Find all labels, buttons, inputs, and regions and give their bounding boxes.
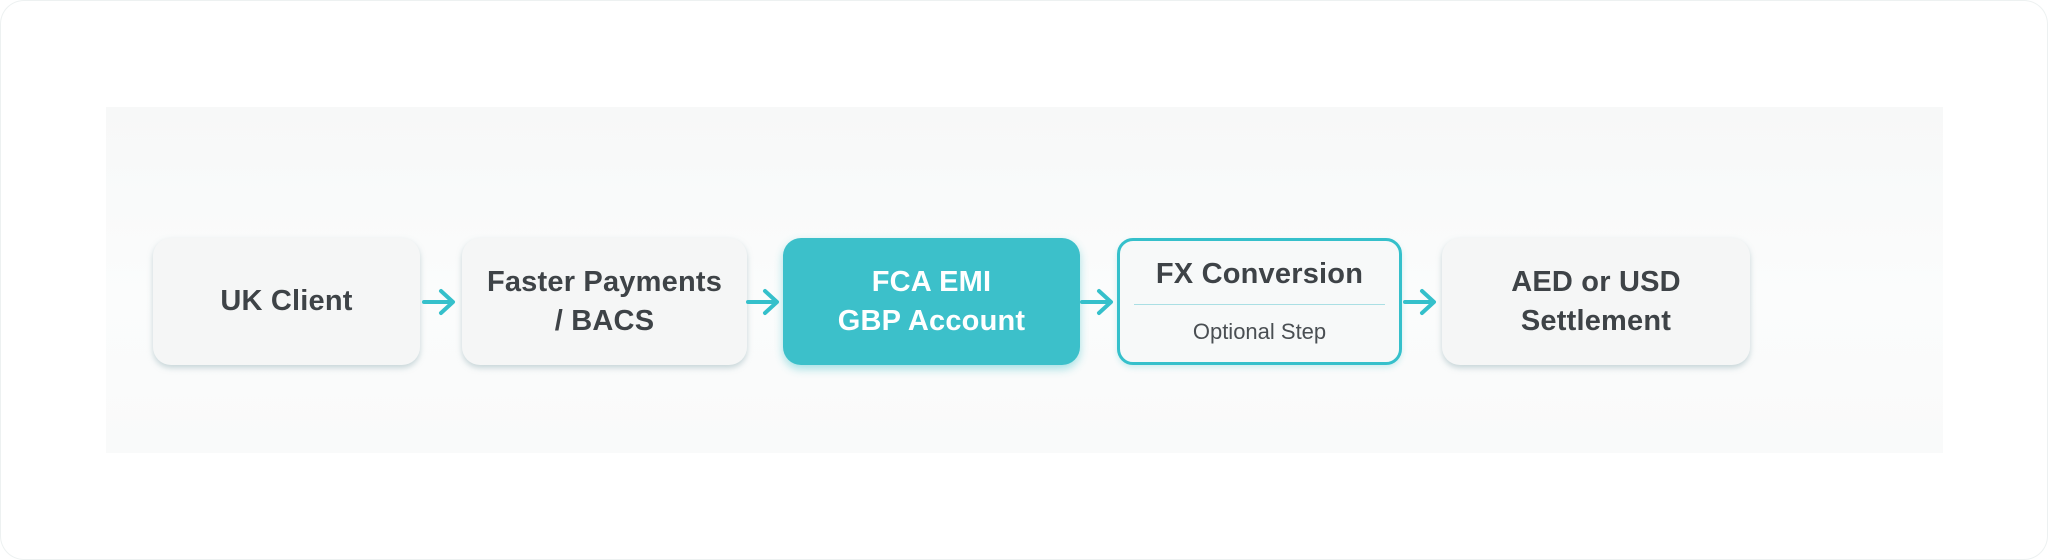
- node-label: Settlement: [1520, 304, 1672, 337]
- node-sub-area: Optional Step: [1120, 305, 1399, 358]
- node-label: FX Conversion: [1155, 258, 1364, 291]
- diagram-panel: UK Client Faster Payments / BACS FCA: [106, 107, 1943, 453]
- arrow-right-icon: [746, 288, 779, 315]
- payment-flow-row: UK Client Faster Payments / BACS FCA: [153, 238, 1750, 365]
- node-uk-client: UK Client: [153, 238, 420, 365]
- node-label: Faster Payments: [486, 265, 723, 298]
- node-label: GBP Account: [837, 304, 1026, 337]
- flow-connector: [420, 286, 462, 318]
- flow-connector: [746, 286, 783, 318]
- node-faster-payments-bacs: Faster Payments / BACS: [462, 238, 747, 365]
- arrow-right-icon: [422, 288, 455, 315]
- node-aed-usd-settlement: AED or USD Settlement: [1442, 238, 1750, 365]
- flow-connector: [1079, 286, 1117, 318]
- node-label: / BACS: [554, 304, 655, 337]
- arrow-right-icon: [1403, 288, 1436, 315]
- arrow-right-icon: [1079, 288, 1113, 315]
- node-label: AED or USD: [1511, 265, 1681, 298]
- node-label: FCA EMI: [871, 265, 992, 298]
- node-label: UK Client: [220, 285, 353, 317]
- node-sub-label: Optional Step: [1192, 318, 1327, 344]
- node-fca-emi-gbp-account: FCA EMI GBP Account: [783, 238, 1080, 365]
- node-divider: [1134, 304, 1385, 306]
- flow-connector: [1402, 286, 1442, 318]
- node-title-area: FX Conversion: [1120, 245, 1399, 304]
- node-fx-conversion: FX Conversion Optional Step: [1117, 238, 1402, 365]
